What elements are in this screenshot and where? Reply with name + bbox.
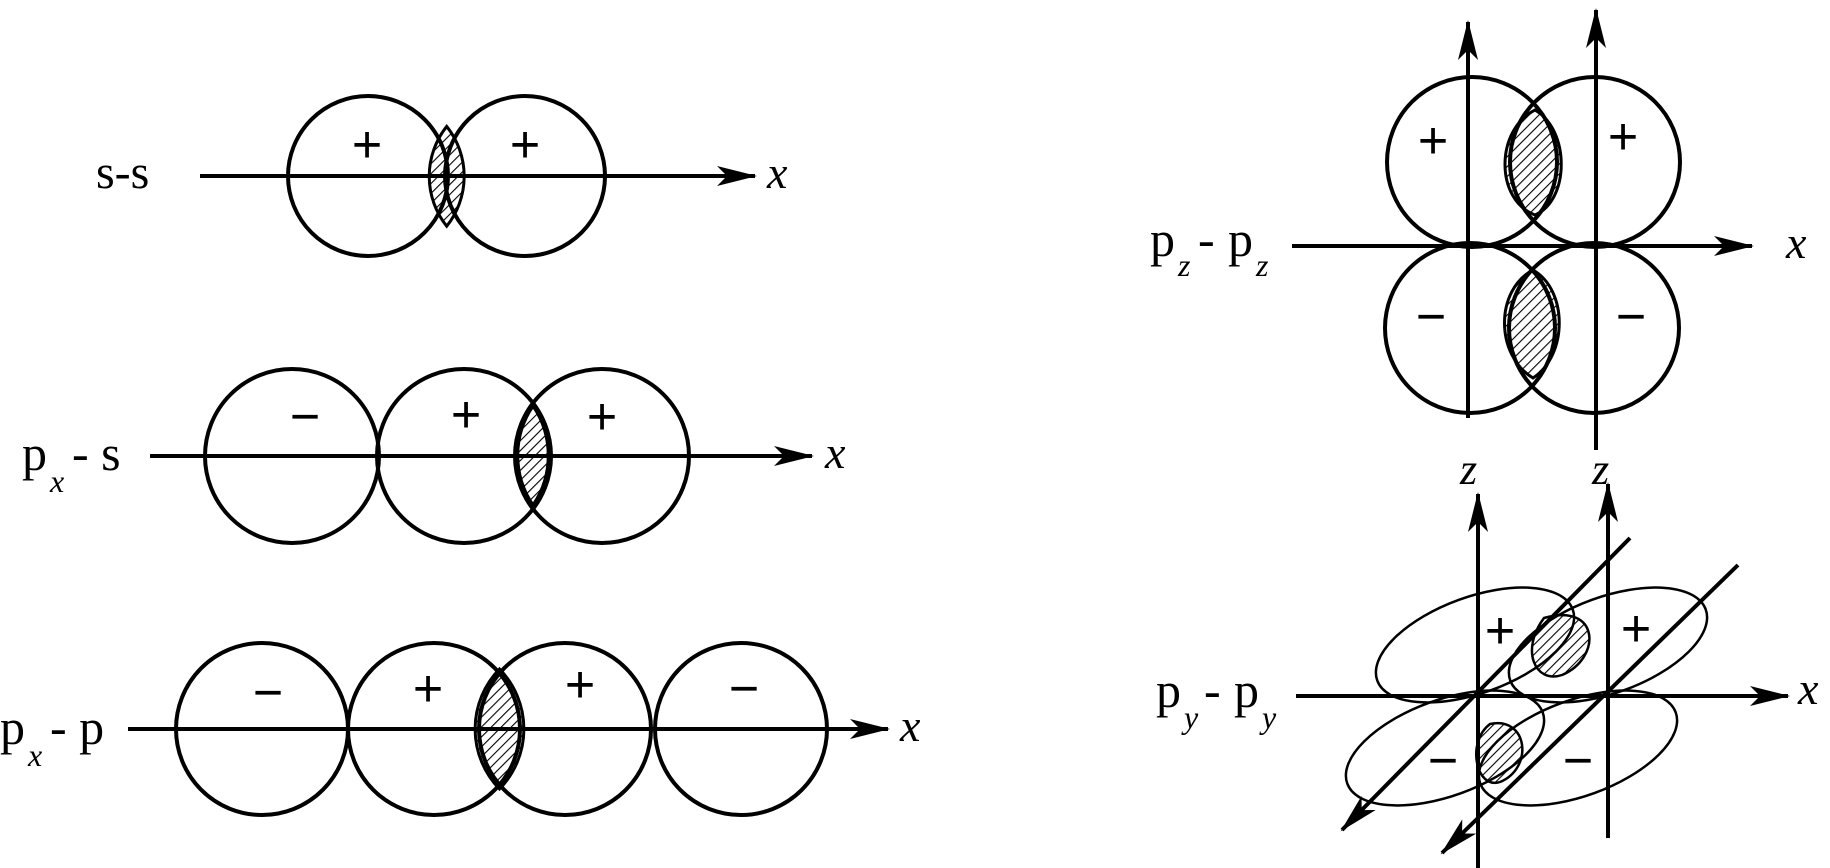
pypy-label-p2: p (1234, 662, 1259, 718)
pxp-label-p: p (0, 699, 25, 755)
pxp-label-tail: - p (50, 699, 104, 755)
ss-overlap: x s-s + + (96, 94, 788, 258)
pypy-sign-pos-left: + (1485, 602, 1515, 660)
pxs-x-axis-label: x (824, 427, 846, 478)
pzpz-label-dash: - (1198, 211, 1215, 267)
pxs-sign-pos-1: + (451, 386, 481, 444)
pypy-sign-pos-right: + (1621, 600, 1651, 658)
pxp-sign-neg-1: − (253, 664, 283, 722)
pzpz-overlap-region-bottom (1503, 268, 1561, 380)
pxs-label-tail: - s (72, 425, 121, 481)
pypy-lobe-right-bottom (1477, 689, 1679, 807)
pxp-sign-pos-2: + (565, 656, 595, 714)
pypy-lobe-left-bottom (1344, 689, 1546, 807)
ss-x-axis-label: x (766, 147, 788, 198)
pzpz-label-sub2: z (1255, 247, 1269, 283)
pxp-sign-neg-2: − (729, 660, 759, 718)
pxp-overlap: x p x - p − + + − (0, 641, 921, 817)
pxp-x-axis-label: x (899, 700, 921, 751)
pxs-label-sub: x (49, 463, 64, 499)
pzpz-label-sub1: z (1177, 247, 1191, 283)
pypy-x-axis-label: x (1797, 663, 1819, 714)
pxp-label-sub: x (27, 737, 42, 773)
pzpz-sign-pos-right: + (1608, 108, 1638, 166)
pxp-sign-pos-1: + (413, 660, 443, 718)
pzpz-z-axis-label-right: z (1591, 445, 1609, 494)
ss-sign-right: + (510, 116, 540, 174)
pzpz-z-axis-label-left: z (1459, 445, 1477, 494)
pzpz-label-p1: p (1150, 211, 1175, 267)
pypy-label-dash: - (1204, 662, 1221, 718)
pypy-y-axis-left (1340, 536, 1632, 832)
pzpz-x-axis-label: x (1785, 217, 1807, 268)
pypy-label-sub2: y (1259, 699, 1277, 735)
pypy-overlap: x p y - p y + + − − (1156, 482, 1819, 868)
ss-label: s-s (96, 146, 149, 199)
pypy-sign-neg-right: − (1563, 732, 1593, 790)
pzpz-overlap-region-top (1503, 108, 1563, 217)
pxs-label-p: p (22, 425, 47, 481)
pypy-label-p1: p (1156, 662, 1181, 718)
ss-sign-left: + (352, 116, 382, 174)
pzpz-overlap: x z z p z - p z + + − − (1150, 8, 1807, 494)
pzpz-sign-pos-left: + (1418, 112, 1448, 170)
pzpz-sign-neg-right: − (1616, 288, 1646, 346)
pxs-overlap: x p x - s − + + (22, 367, 846, 545)
pxs-sign-neg: − (290, 388, 320, 446)
pypy-y-axis-right (1440, 563, 1740, 855)
pxs-sign-pos-2: + (587, 388, 617, 446)
pzpz-label-p2: p (1228, 211, 1253, 267)
pypy-label-sub1: y (1181, 699, 1199, 735)
pypy-sign-neg-left: − (1428, 732, 1458, 790)
pzpz-sign-neg-left: − (1416, 288, 1446, 346)
